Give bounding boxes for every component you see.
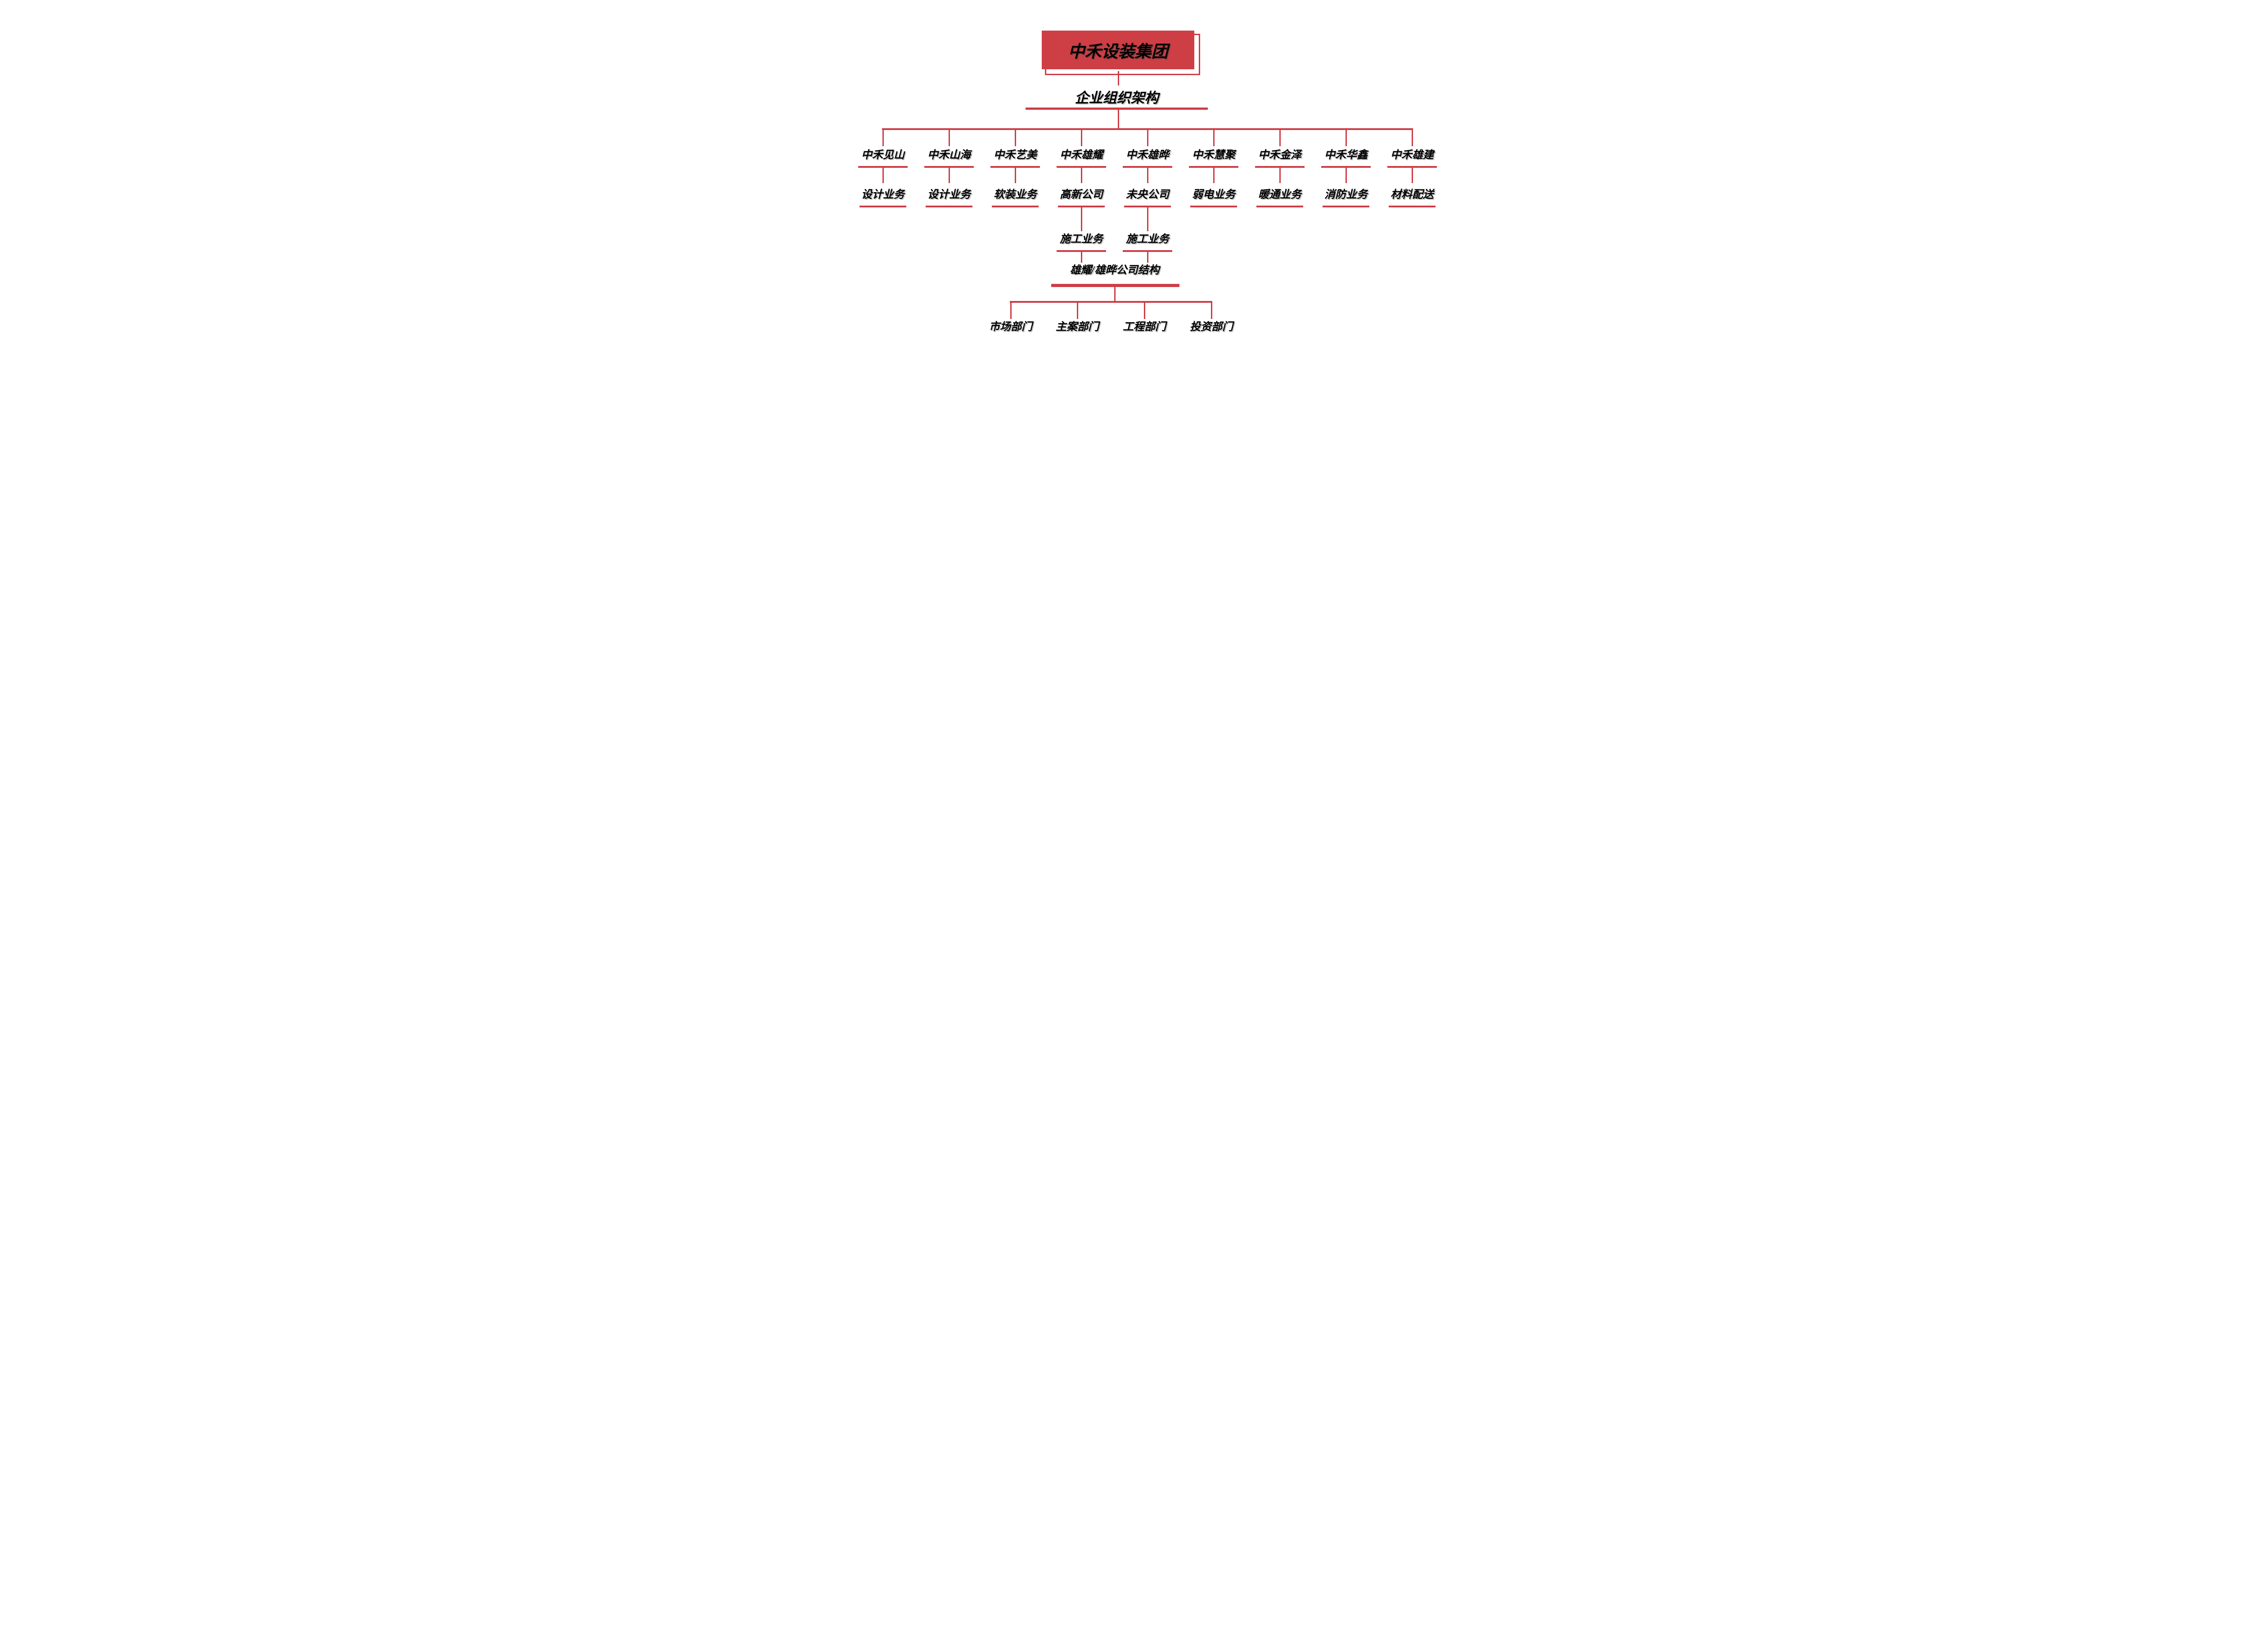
group-title-box: 中禾设装集团 <box>1042 31 1194 69</box>
name-underline-1 <box>858 166 908 168</box>
org-node-business: 材料配送 <box>1390 189 1434 201</box>
department-label: 投资部门 <box>1190 321 1233 333</box>
org-node-name: 中禾慧聚 <box>1192 149 1235 161</box>
org-node-business: 高新公司 <box>1060 189 1103 201</box>
branch-drop-6 <box>1213 129 1215 146</box>
org-node-business: 设计业务 <box>927 189 971 201</box>
org-node-business: 消防业务 <box>1324 189 1368 201</box>
org-node-business: 弱电业务 <box>1192 189 1235 201</box>
org-node-business: 软装业务 <box>994 189 1037 201</box>
connector-substructure-to-rail <box>1114 287 1116 301</box>
name-underline-9 <box>1387 166 1437 168</box>
branch-drop-3 <box>1014 129 1016 146</box>
org-node-business: 设计业务 <box>861 189 904 201</box>
branch-drop-1 <box>882 129 884 146</box>
org-node-name: 中禾雄耀 <box>1060 149 1103 161</box>
org-node-name: 中禾雄建 <box>1390 149 1434 161</box>
connector-subtitle-to-rail <box>1118 110 1119 129</box>
branch-drop-5 <box>1147 129 1148 146</box>
sub-business-underline-2 <box>1123 250 1172 252</box>
stub-to-substructure-1 <box>1080 252 1082 263</box>
org-node-business: 未央公司 <box>1126 189 1169 201</box>
stub-4 <box>1080 168 1082 183</box>
stub-6 <box>1213 168 1215 183</box>
stub-5 <box>1147 168 1148 183</box>
department-label: 主案部门 <box>1056 321 1099 333</box>
org-node-name: 中禾艺美 <box>994 149 1037 161</box>
substructure-underline <box>1051 284 1179 287</box>
dept-drop-4 <box>1211 302 1212 319</box>
business-underline-5 <box>1124 206 1171 207</box>
org-node-sub-business: 施工业务 <box>1060 233 1103 245</box>
stub-7 <box>1279 168 1281 183</box>
name-underline-5 <box>1123 166 1172 168</box>
name-underline-7 <box>1255 166 1305 168</box>
org-node-name: 中禾雄晔 <box>1126 149 1169 161</box>
stub-3 <box>1014 168 1016 183</box>
group-title: 中禾设装集团 <box>1068 43 1168 61</box>
org-node-name: 中禾山海 <box>927 149 971 161</box>
dept-drop-3 <box>1143 302 1145 319</box>
branch-drop-4 <box>1080 129 1082 146</box>
sub-business-underline-1 <box>1057 250 1106 252</box>
org-chart: 中禾设装集团 企业组织架构 中禾见山 中禾山海 中禾艺美 中禾雄耀 中禾雄晔 中… <box>772 0 1478 378</box>
org-node-sub-business: 施工业务 <box>1126 233 1169 245</box>
dept-drop-1 <box>1010 302 1012 319</box>
business-underline-4 <box>1058 206 1105 207</box>
stub-weiyang-down <box>1147 207 1148 231</box>
stub-1 <box>882 168 884 183</box>
stub-gaoxin-down <box>1080 207 1082 231</box>
org-node-name: 中禾华鑫 <box>1324 149 1368 161</box>
department-label: 工程部门 <box>1123 321 1166 333</box>
department-label: 市场部门 <box>989 321 1032 333</box>
stub-8 <box>1345 168 1347 183</box>
business-underline-3 <box>992 206 1039 207</box>
business-underline-6 <box>1190 206 1237 207</box>
branch-drop-8 <box>1345 129 1347 146</box>
name-underline-4 <box>1057 166 1106 168</box>
name-underline-6 <box>1189 166 1238 168</box>
name-underline-8 <box>1321 166 1371 168</box>
stub-to-substructure-2 <box>1147 252 1148 263</box>
branch-drop-9 <box>1412 129 1413 146</box>
org-node-business: 暖通业务 <box>1258 189 1301 201</box>
stub-9 <box>1411 168 1413 183</box>
org-node-name: 中禾见山 <box>861 149 904 161</box>
business-underline-9 <box>1389 206 1436 207</box>
branch-drop-7 <box>1279 129 1281 146</box>
department-rail <box>1010 301 1212 303</box>
chart-subtitle: 企业组织架构 <box>1075 90 1159 106</box>
name-underline-3 <box>990 166 1040 168</box>
substructure-title: 雄耀/雄晔公司结构 <box>1070 265 1160 276</box>
stub-2 <box>948 168 950 183</box>
name-underline-2 <box>924 166 974 168</box>
branch-drop-2 <box>948 129 950 146</box>
business-underline-8 <box>1323 206 1369 207</box>
connector-title-to-subtitle <box>1118 71 1119 85</box>
subtitle-underline <box>1026 108 1208 110</box>
business-underline-2 <box>926 206 972 207</box>
business-underline-1 <box>860 206 906 207</box>
business-underline-7 <box>1256 206 1303 207</box>
org-node-name: 中禾金泽 <box>1258 149 1301 161</box>
dept-drop-2 <box>1077 302 1078 319</box>
